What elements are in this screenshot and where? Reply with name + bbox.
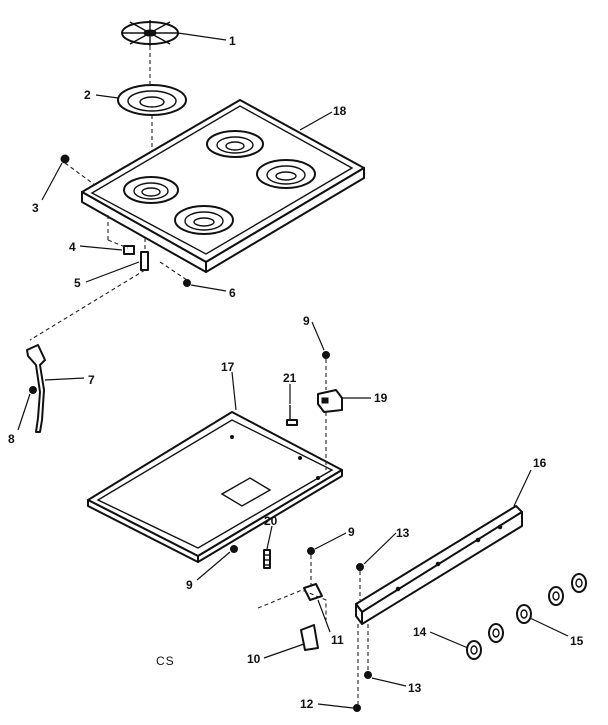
burner-box: [87, 411, 343, 563]
callout-17: 17: [221, 360, 235, 374]
callout-16: 16: [533, 456, 547, 470]
callout-6: 6: [229, 286, 236, 300]
screw: [364, 671, 372, 679]
cooktop-burner-opening: [256, 159, 316, 189]
screw: [322, 351, 330, 359]
callout-11: 11: [331, 633, 344, 647]
ignition-switch: [317, 389, 343, 413]
hinge-clip: [123, 245, 135, 255]
cooktop: [81, 99, 365, 273]
callout-21: 21: [283, 371, 297, 385]
screw: [356, 563, 364, 571]
callout-10: 10: [247, 652, 261, 666]
callout-2: 2: [84, 88, 91, 102]
callout-13-top: 13: [396, 526, 410, 540]
cooktop-burner-opening: [123, 176, 179, 204]
spring: [263, 549, 271, 569]
bracket: [300, 624, 319, 651]
support-rod: [26, 344, 46, 433]
hinge-bracket: [140, 251, 149, 271]
burner-grate: [121, 20, 179, 46]
callout-5: 5: [74, 276, 81, 290]
callout-9-left: 9: [186, 578, 193, 592]
control-knob: [466, 640, 482, 660]
screw: [230, 545, 238, 553]
manifold-panel: [355, 505, 523, 625]
assembly-line: [257, 589, 327, 620]
callout-15: 15: [570, 634, 584, 648]
burner-bowl: [117, 84, 187, 116]
callout-1: 1: [229, 34, 236, 48]
assembly-line: [29, 269, 146, 341]
leader-lines: [17, 32, 569, 709]
control-knob: [548, 586, 564, 606]
screw: [60, 154, 70, 164]
callout-12: 12: [300, 697, 314, 711]
control-knob: [516, 604, 532, 624]
screw: [353, 704, 361, 712]
screw: [29, 386, 37, 394]
callout-9-mid: 9: [348, 525, 355, 539]
screw: [307, 547, 315, 555]
assembly-line: [107, 239, 129, 249]
cooktop-burner-opening: [206, 130, 264, 158]
callout-8: 8: [8, 432, 15, 446]
assembly-line: [64, 162, 96, 186]
control-knob: [571, 573, 587, 593]
figure-code: CS: [156, 654, 175, 668]
callout-20: 20: [264, 514, 278, 528]
screw: [183, 279, 191, 287]
control-knob: [488, 623, 504, 643]
callout-14: 14: [413, 625, 427, 639]
callout-7: 7: [88, 373, 95, 387]
callout-13-bottom: 13: [408, 681, 422, 695]
callout-19: 19: [374, 391, 388, 405]
callout-labels: 1 2 18 3 4 5 6 7 8 9 17 21 19 20 9 9 13 …: [8, 34, 584, 711]
electrode-clip: [286, 405, 298, 426]
callout-4: 4: [69, 240, 76, 254]
callout-3: 3: [32, 201, 39, 215]
cooktop-burner-opening: [174, 205, 234, 235]
assembly-line: [159, 261, 188, 281]
callout-18: 18: [333, 104, 347, 118]
callout-9-top: 9: [303, 314, 310, 328]
